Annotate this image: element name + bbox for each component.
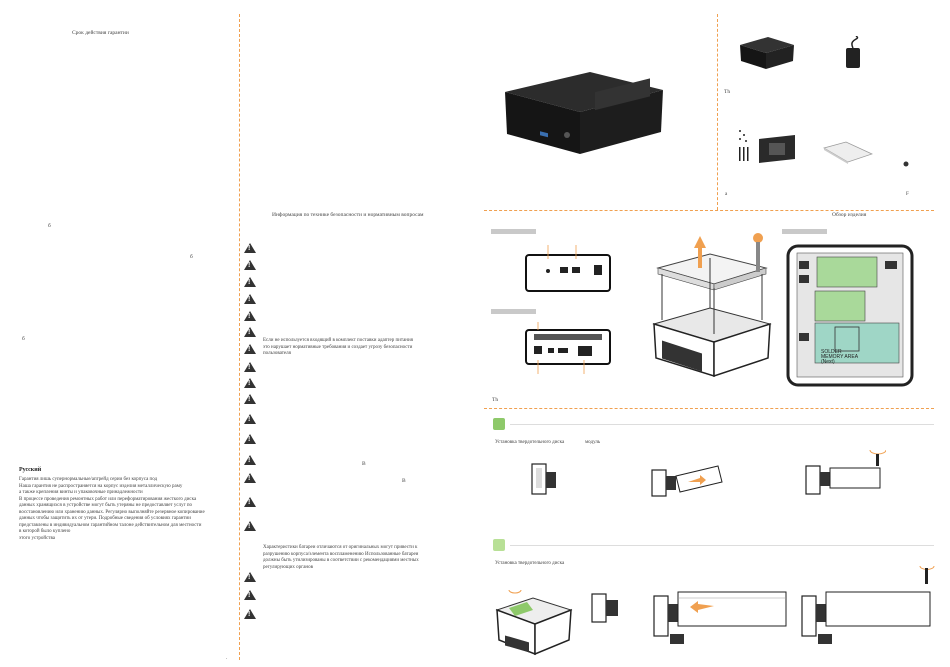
install-divider — [484, 408, 934, 409]
warning-icon — [244, 414, 256, 424]
battery-note: Характеристики батареи отличаются от ори… — [263, 545, 473, 571]
step-2-title: Установка твердотельного диска — [495, 561, 565, 566]
power-note: Если не используется входящий в комплект… — [263, 338, 473, 358]
warning-icon — [244, 521, 256, 531]
panel-divider-horizontal — [484, 210, 934, 211]
step-2-badge — [493, 539, 505, 551]
warning-icon — [244, 243, 256, 253]
warning-icon — [244, 327, 256, 337]
mini-pc-hero-image — [505, 72, 663, 154]
board-label-c: (Next) — [821, 359, 835, 365]
step-2c-image — [653, 591, 787, 644]
warranty-line: Гарантия лишь супернормальные/апгрейд се… — [19, 477, 158, 482]
warranty-line: В процессе проведения ремонтных работ ил… — [19, 496, 197, 502]
contents-mark: Th — [724, 89, 731, 95]
warning-icon — [244, 590, 256, 600]
manual-icon — [823, 141, 873, 164]
warranty-line: а также крепления винты и упаковочные пр… — [19, 490, 143, 495]
warning-icon — [244, 344, 256, 354]
vesa-bracket-icon — [759, 135, 795, 163]
panel-divider-left — [239, 14, 240, 660]
fragment-1: б — [48, 223, 51, 229]
warranty-line: данных чтобы защитить их от утери. Подро… — [19, 516, 191, 521]
step-2a-image — [495, 589, 573, 656]
warning-icon — [244, 572, 256, 582]
front-view-image — [525, 245, 611, 292]
corner-mark-right: F — [906, 192, 909, 197]
warranty-line: представлены в индивидуальном гарантийно… — [19, 522, 202, 528]
warranty-heading: Срок действия гарантии — [72, 30, 129, 36]
warning-icon — [244, 434, 256, 444]
fragment-b1: B — [362, 461, 366, 467]
board-view-label — [782, 229, 827, 234]
battery-note-line: Характеристики батареи отличаются от ори… — [263, 545, 418, 550]
fragment-2: б — [190, 254, 193, 260]
fragment-3: б — [22, 336, 25, 342]
warranty-line: данных хранящихся в устройстве могут быт… — [19, 503, 193, 508]
install-mark: Th — [492, 397, 499, 403]
warning-icon — [244, 473, 256, 483]
overview-title: Обзор изделия — [832, 212, 867, 218]
small-screw-icon — [903, 161, 909, 167]
panel-divider-right — [717, 14, 718, 210]
warranty-line: этого устройства — [19, 535, 56, 541]
warning-icon — [244, 378, 256, 388]
warranty-body: Гарантия лишь супернормальные/апгрейд се… — [19, 477, 234, 542]
step-2-rule — [510, 545, 934, 546]
front-view-label — [491, 229, 536, 234]
power-note-line: пользователя — [263, 351, 291, 356]
screws-icon — [739, 130, 749, 161]
rear-view-label — [491, 309, 536, 314]
warning-icon — [244, 260, 256, 270]
exploded-chassis-image — [652, 233, 772, 378]
motherboard-image: SOLDER MEMORY AREA (Next) — [786, 244, 914, 387]
warning-icon — [244, 277, 256, 287]
step-1-badge — [493, 418, 505, 430]
step-1a-image — [531, 463, 556, 495]
warning-icon — [244, 609, 256, 619]
board-label-b: MEMORY AREA — [821, 354, 859, 360]
warning-icon — [244, 455, 256, 465]
battery-note-line: должны быть утилизированы в соответствии… — [263, 558, 419, 563]
step-1c-image — [805, 449, 886, 495]
bottom-mark: . — [226, 655, 228, 661]
power-adapter-icon — [846, 36, 860, 68]
step-1b-image — [651, 465, 723, 497]
safety-heading: Информация по технике безопасности и нор… — [272, 212, 424, 218]
warning-icon — [244, 311, 256, 321]
power-note-line: это нарушает нормативные требования и со… — [263, 344, 413, 350]
warranty-line: в которой было куплено — [19, 529, 71, 534]
step-1-title-a: Установка твердотельного диска — [495, 440, 565, 445]
warning-icon — [244, 362, 256, 372]
step-2d-image — [801, 565, 935, 644]
warning-icon — [244, 294, 256, 304]
step-1-rule — [510, 424, 934, 425]
warranty-line: Наша гарантия не распространяется на кор… — [19, 483, 183, 489]
fragment-b2: B — [402, 478, 406, 484]
warranty-line: восстановлению или хранению данных. Регу… — [19, 509, 205, 515]
battery-note-line: разрушению корпуса/элемента воспламенени… — [263, 551, 419, 557]
board-label-a: SOLDER — [821, 349, 842, 355]
rear-view-image — [525, 322, 611, 374]
warning-icon — [244, 394, 256, 404]
power-note-line: Если не используется входящий в комплект… — [263, 338, 413, 343]
package-device-icon — [740, 37, 794, 69]
battery-note-line: регулирующих органов — [263, 564, 313, 570]
lang-heading: Русский — [19, 467, 42, 473]
corner-mark-left: a — [725, 192, 728, 197]
step-1-title-b: модуль — [585, 440, 601, 445]
step-2b-image — [591, 593, 618, 623]
warning-icon — [244, 497, 256, 507]
